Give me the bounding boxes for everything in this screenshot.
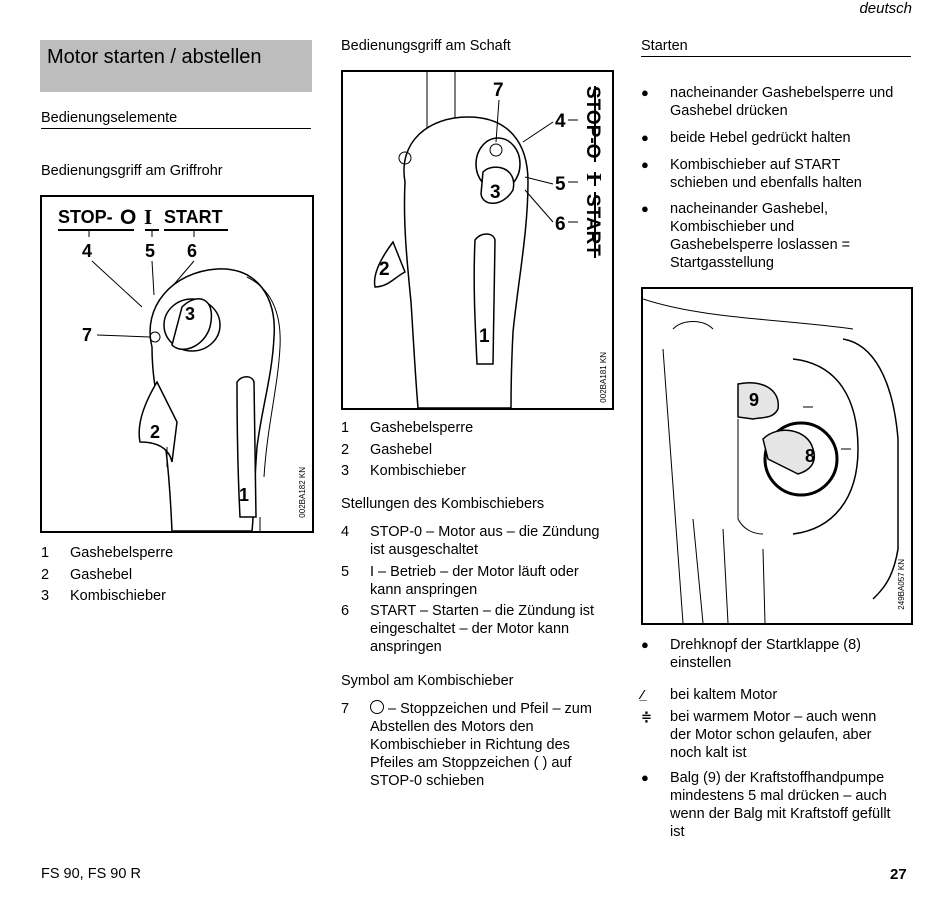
shaft-handle-illustration: 2 1 3 7 4 5 6 STOP-O I START [373, 72, 606, 409]
bullet-icon: ● [641, 770, 649, 785]
fig1-num-1: 1 [239, 485, 249, 505]
positions-heading: Stellungen des Kombischiebers [341, 496, 545, 512]
fig2-num-1: 1 [479, 326, 490, 347]
stop-symbol-icon [370, 700, 384, 714]
fig1-start-label: START [164, 207, 223, 227]
bullet-icon: ● [641, 201, 649, 216]
cold-engine-row: ∕̲ bei kaltem Motor [641, 687, 778, 703]
right-heading: Starten [641, 38, 911, 57]
page-title: Motor starten / abstellen [47, 46, 262, 68]
fig1-num-7: 7 [82, 325, 92, 345]
fig3-num-9: 9 [749, 390, 759, 410]
fig2-start-label: START [582, 194, 603, 256]
handle-illustration: STOP- O I START 4 5 6 2 1 3 7 [58, 205, 281, 532]
symbol-heading: Symbol am Kombischieber [341, 673, 514, 689]
section-heading: Bedienungselemente [41, 110, 311, 129]
choke-open-icon: ≑ [641, 709, 652, 724]
bullet-icon: ● [641, 85, 649, 100]
bullet-icon: ● [641, 130, 649, 145]
fig1-stop-label: STOP- [58, 207, 113, 227]
figure-carburetor: 9 8 249BA057 KN [641, 287, 913, 625]
bullet-icon: ● [641, 637, 649, 652]
figure-griffrohr: STOP- O I START 4 5 6 2 1 3 7 002BA [40, 195, 314, 533]
fig1-stop-symbol: O [120, 206, 136, 229]
fig2-num-2: 2 [379, 259, 390, 280]
language-label: deutsch [859, 0, 912, 17]
fig1-num-2: 2 [150, 422, 160, 442]
footer-model: FS 90, FS 90 R [41, 866, 141, 882]
fig1-run-symbol: I [144, 205, 152, 229]
fig2-num-5: 5 [555, 174, 566, 195]
middle-heading: Bedienungsgriff am Schaft [341, 38, 511, 54]
fig2-code: 002BA181 KN [599, 352, 608, 403]
subheading-griffrohr: Bedienungsgriff am Griffrohr [41, 163, 223, 179]
choke-closed-icon: ∕̲ [641, 687, 644, 702]
bullet-icon: ● [641, 157, 649, 172]
symbol-item-7: 7 – Stoppzeichen und Pfeil – zum Abstell… [341, 700, 592, 789]
page-number: 27 [890, 866, 907, 883]
fig2-num-7: 7 [493, 80, 504, 101]
fig1-num-4: 4 [82, 241, 92, 261]
fig1-num-5: 5 [145, 241, 155, 261]
fig3-code: 249BA057 KN [897, 559, 906, 610]
fig2-num-6: 6 [555, 214, 566, 235]
fig2-stop-label: STOP-O [582, 86, 603, 159]
fig2-num-3: 3 [490, 182, 501, 203]
bullet-item: ● beide Hebel gedrückt halten [641, 130, 851, 146]
fig2-num-4: 4 [555, 111, 566, 132]
fig1-num-3: 3 [185, 304, 195, 324]
bullet-item: ● nacheinander Gashebel,Kombischieber un… [641, 201, 851, 271]
fig1-code: 002BA182 KN [298, 467, 307, 518]
fig3-num-8: 8 [805, 446, 815, 466]
carburetor-illustration: 9 8 [642, 298, 899, 624]
page-title-box: Motor starten / abstellen [40, 40, 312, 92]
bullet-choke: ● Drehknopf der Startklappe (8)einstelle… [641, 637, 862, 671]
fig1-num-6: 6 [187, 241, 197, 261]
figure-schaft: 2 1 3 7 4 5 6 STOP-O I START 002BA181 KN [341, 70, 614, 410]
